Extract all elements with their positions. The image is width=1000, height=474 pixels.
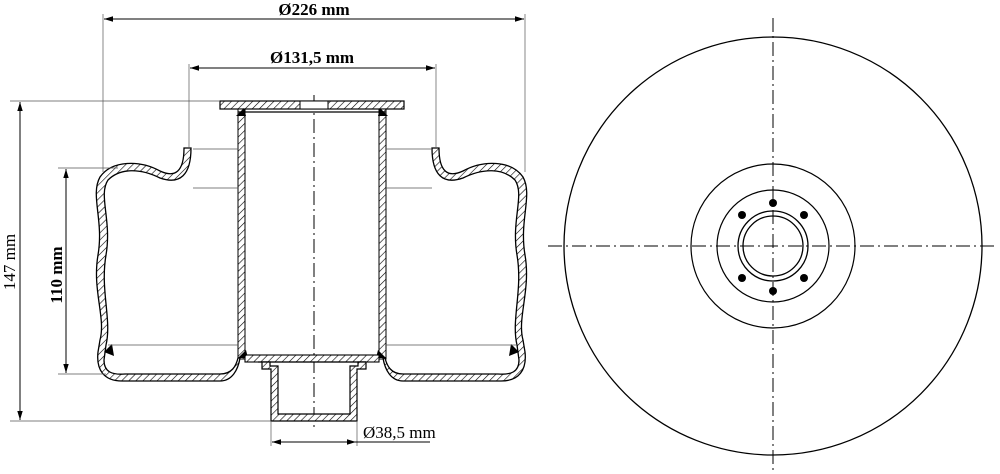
top-flange-bore [299, 100, 329, 110]
outlet-spigot [261, 361, 367, 422]
bolt-circle [716, 189, 830, 303]
section-view: Ø226 mm Ø131,5 mm 147 mm 110 mm [0, 0, 528, 446]
label-inner-diameter: Ø131,5 mm [270, 48, 354, 67]
label-outlet-diameter: Ø38,5 mm [363, 423, 436, 442]
dimension-outlet-diameter: Ø38,5 mm [270, 421, 436, 446]
bolt-hole [769, 199, 777, 207]
dimension-spring-height: 110 mm [47, 167, 118, 375]
flange-circle [690, 163, 856, 329]
label-overall-diameter: Ø226 mm [278, 0, 349, 19]
dimension-inner-diameter: Ø131,5 mm [188, 48, 437, 148]
bolt-hole [800, 211, 808, 219]
bolt-hole [769, 287, 777, 295]
dimension-total-height: 147 mm [0, 100, 271, 422]
bolt-hole [738, 211, 746, 219]
outer-circle [563, 36, 983, 456]
label-total-height: 147 mm [0, 234, 19, 290]
dimension-overall-diameter: Ø226 mm [102, 0, 526, 172]
bellows-wall-right [382, 147, 528, 382]
bolt-holes [738, 199, 808, 295]
plan-view [548, 18, 998, 474]
tube-inner-circle [742, 215, 804, 277]
bottom-plate [244, 354, 380, 363]
tube-outer-circle [737, 210, 809, 282]
piston-tube [236, 108, 388, 360]
bolt-hole [800, 274, 808, 282]
label-spring-height: 110 mm [47, 246, 66, 303]
bellows-wall [95, 147, 241, 382]
bolt-hole [738, 274, 746, 282]
